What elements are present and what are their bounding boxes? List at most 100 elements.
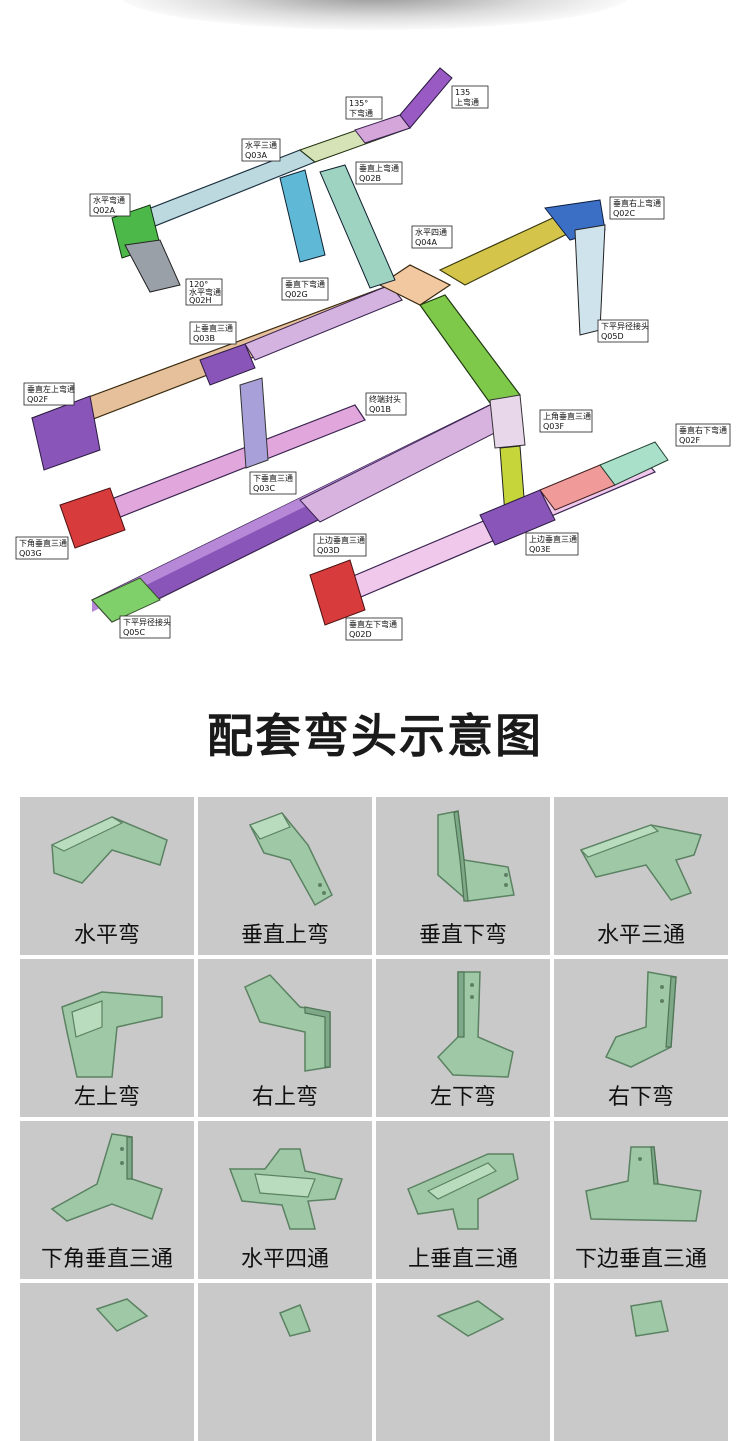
left-up-elbow-icon bbox=[61, 991, 163, 1078]
fitting-card-partial-4[interactable] bbox=[554, 1283, 728, 1441]
fitting-card-right-down-elbow[interactable]: 右下弯 bbox=[554, 959, 728, 1117]
fitting-card-horizontal-elbow[interactable]: 水平弯 bbox=[20, 797, 194, 955]
svg-text:垂直上弯通: 垂直上弯通 bbox=[359, 163, 399, 173]
svg-text:上边垂直三通: 上边垂直三通 bbox=[317, 535, 365, 545]
left-down-elbow-icon bbox=[436, 971, 514, 1078]
tray-lower-right bbox=[309, 441, 669, 626]
svg-text:135: 135 bbox=[455, 88, 470, 97]
svg-text:下角垂直三通: 下角垂直三通 bbox=[19, 538, 67, 548]
svg-text:Q02F: Q02F bbox=[679, 436, 700, 445]
fitting-card-upper-vertical-tee[interactable]: 上垂直三通 bbox=[376, 1121, 550, 1279]
svg-text:135°: 135° bbox=[349, 99, 368, 108]
fitting-icon bbox=[630, 1300, 669, 1337]
svg-text:上垂直三通: 上垂直三通 bbox=[193, 323, 233, 333]
svg-text:垂直左下弯通: 垂直左下弯通 bbox=[349, 619, 397, 629]
fitting-label: 左上弯 bbox=[73, 1085, 140, 1110]
fitting-card-lower-corner-vertical-tee[interactable]: 下角垂直三通 bbox=[20, 1121, 194, 1279]
svg-text:垂直下弯通: 垂直下弯通 bbox=[285, 279, 325, 289]
horizontal-elbow-icon bbox=[50, 816, 168, 884]
svg-text:Q05C: Q05C bbox=[123, 628, 145, 637]
fitting-card-partial-1[interactable] bbox=[20, 1283, 194, 1441]
svg-text:上角垂直三通: 上角垂直三通 bbox=[543, 411, 591, 421]
fitting-label: 水平三通 bbox=[596, 923, 685, 948]
fitting-card-lower-side-vertical-tee[interactable]: 下边垂直三通 bbox=[554, 1121, 728, 1279]
section-title: 配套弯头示意图 bbox=[207, 709, 543, 763]
fitting-label: 垂直下弯 bbox=[418, 923, 507, 948]
fittings-grid: 水平弯 垂直上弯 垂直下弯 水平三通 左上弯 bbox=[20, 797, 732, 1441]
fitting-label: 水平弯 bbox=[73, 923, 140, 948]
fitting-label: 垂直上弯 bbox=[240, 923, 329, 948]
svg-text:Q03A: Q03A bbox=[245, 151, 267, 160]
horizontal-cross-icon bbox=[228, 1148, 343, 1230]
svg-text:Q01B: Q01B bbox=[369, 405, 391, 414]
fitting-card-left-down-elbow[interactable]: 左下弯 bbox=[376, 959, 550, 1117]
svg-text:下平异径接头: 下平异径接头 bbox=[123, 617, 171, 627]
fitting-card-right-up-elbow[interactable]: 右上弯 bbox=[198, 959, 372, 1117]
right-down-elbow-icon bbox=[604, 971, 677, 1068]
svg-text:Q03D: Q03D bbox=[317, 546, 340, 555]
svg-text:垂直左上弯通: 垂直左上弯通 bbox=[27, 384, 75, 394]
lower-corner-vertical-tee-icon bbox=[50, 1133, 163, 1222]
svg-text:Q03G: Q03G bbox=[19, 549, 42, 558]
tray-cross-junction bbox=[378, 264, 452, 306]
fitting-card-partial-2[interactable] bbox=[198, 1283, 372, 1441]
tray-lower-long bbox=[91, 399, 522, 623]
fitting-card-horizontal-tee[interactable]: 水平三通 bbox=[554, 797, 728, 955]
svg-text:上边垂直三通: 上边垂直三通 bbox=[529, 534, 577, 544]
svg-text:Q02F: Q02F bbox=[27, 395, 48, 404]
tray-middle bbox=[59, 377, 366, 549]
fitting-card-horizontal-cross[interactable]: 水平四通 bbox=[198, 1121, 372, 1279]
right-up-elbow-icon bbox=[244, 974, 331, 1072]
svg-text:Q02C: Q02C bbox=[613, 209, 635, 218]
vertical-down-elbow-icon bbox=[437, 810, 515, 902]
vertical-up-elbow-icon bbox=[248, 812, 333, 907]
fitting-card-left-up-elbow[interactable]: 左上弯 bbox=[20, 959, 194, 1117]
fitting-card-vertical-down-elbow[interactable]: 垂直下弯 bbox=[376, 797, 550, 955]
svg-text:上弯通: 上弯通 bbox=[455, 97, 479, 107]
fitting-card-partial-3[interactable] bbox=[376, 1283, 550, 1441]
fitting-icon bbox=[436, 1300, 505, 1337]
fitting-card-vertical-up-elbow[interactable]: 垂直上弯 bbox=[198, 797, 372, 955]
svg-text:终端封头: 终端封头 bbox=[369, 394, 401, 404]
svg-text:Q03F: Q03F bbox=[543, 422, 564, 431]
svg-text:Q03C: Q03C bbox=[253, 484, 275, 493]
svg-text:下平异径接头: 下平异径接头 bbox=[601, 321, 649, 331]
svg-text:Q03E: Q03E bbox=[529, 545, 551, 554]
lower-side-vertical-tee-icon bbox=[585, 1146, 702, 1222]
tray-diagonal-green bbox=[419, 294, 526, 516]
fitting-icon bbox=[279, 1304, 312, 1337]
svg-text:下弯通: 下弯通 bbox=[349, 108, 373, 118]
svg-text:120°: 120° bbox=[189, 280, 208, 289]
fitting-icon bbox=[95, 1298, 149, 1332]
svg-text:水平弯通: 水平弯通 bbox=[93, 195, 125, 205]
svg-text:Q05D: Q05D bbox=[601, 332, 624, 341]
svg-text:Q03B: Q03B bbox=[193, 334, 215, 343]
svg-text:Q02D: Q02D bbox=[349, 630, 372, 639]
tray-right-upper bbox=[438, 199, 606, 336]
svg-text:水平三通: 水平三通 bbox=[245, 140, 277, 150]
tray-upper-left bbox=[31, 284, 403, 471]
fitting-label: 右上弯 bbox=[251, 1085, 318, 1110]
fitting-label: 右下弯 bbox=[607, 1085, 674, 1110]
fitting-label: 上垂直三通 bbox=[407, 1247, 518, 1272]
fitting-label: 左下弯 bbox=[429, 1085, 496, 1110]
upper-vertical-tee-icon bbox=[407, 1153, 519, 1230]
svg-text:Q02B: Q02B bbox=[359, 174, 381, 183]
